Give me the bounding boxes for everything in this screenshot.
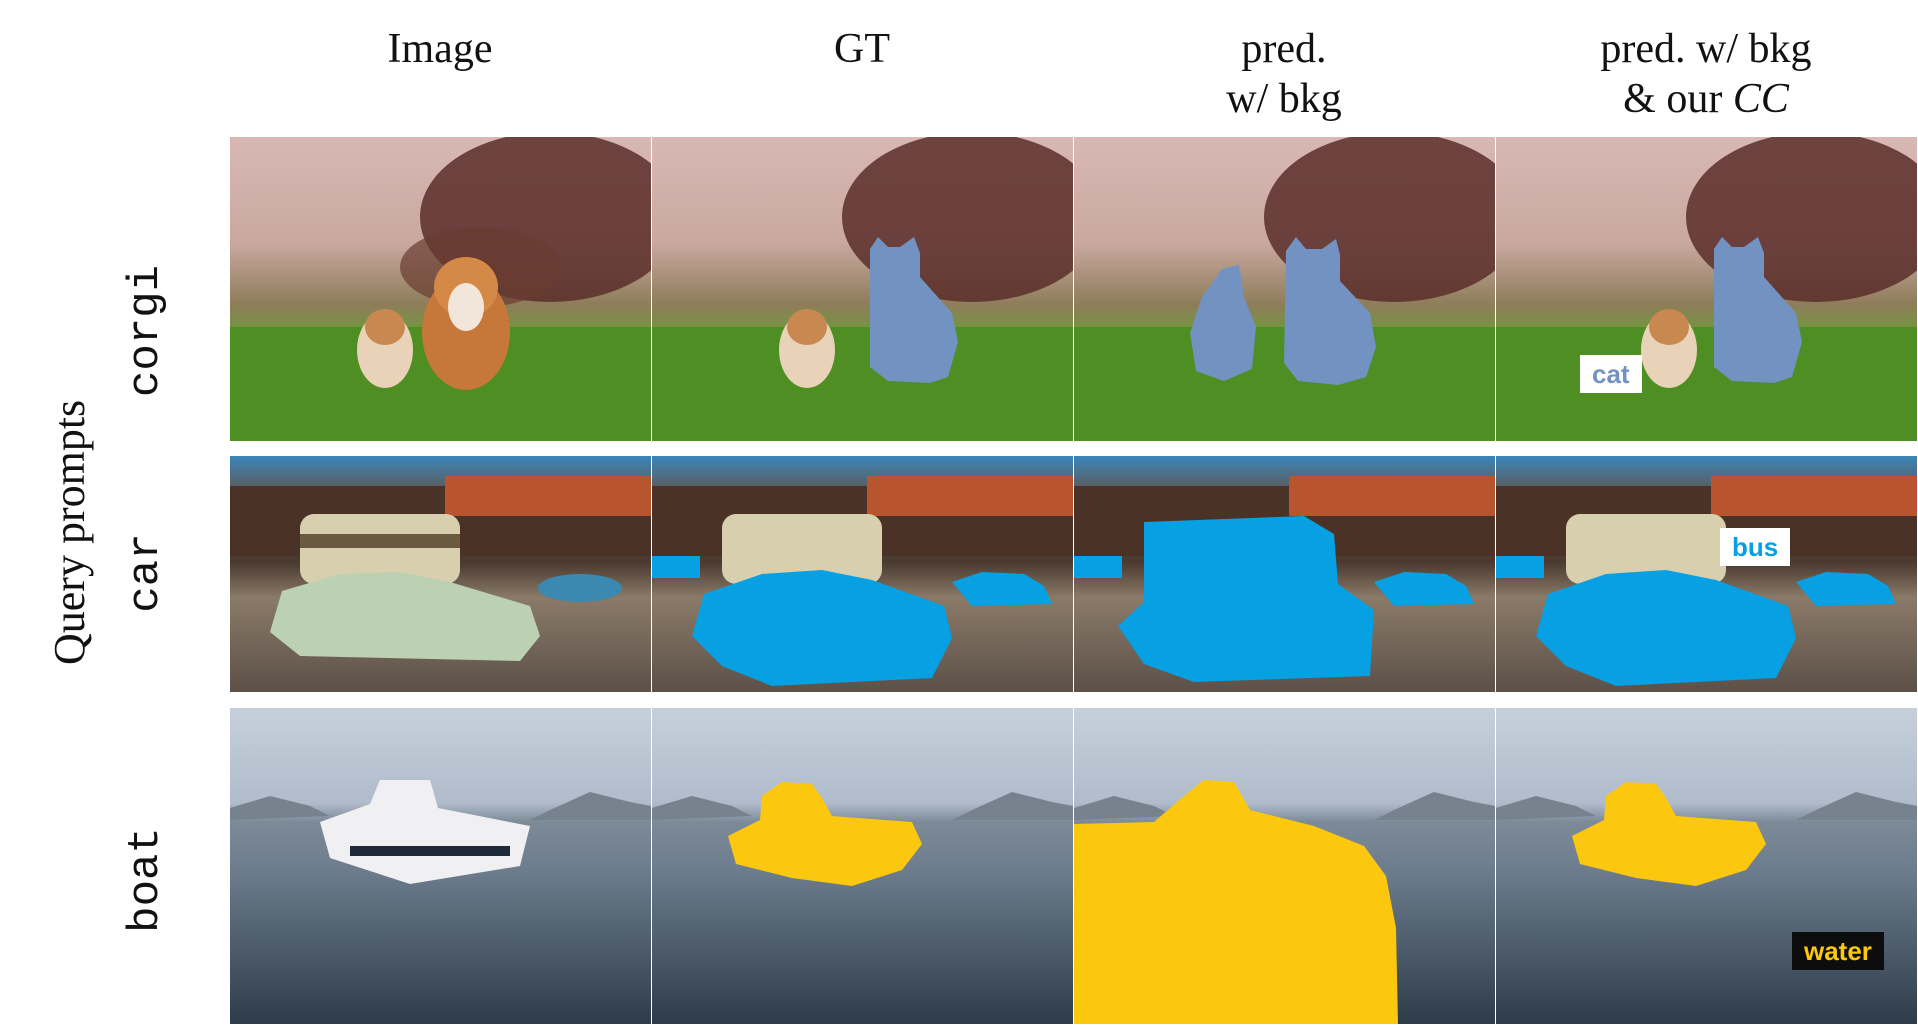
column-header-pred: pred. w/ bkg [1074, 24, 1494, 124]
tag-bus: bus [1720, 528, 1791, 566]
cell-car-image [230, 456, 651, 692]
column-header-gt: GT [652, 24, 1072, 74]
column-header-pred-line2: w/ bkg [1226, 76, 1342, 122]
cell-corgi-pred [1074, 137, 1495, 441]
column-header-pred-cc-line2: & our CC [1496, 74, 1916, 124]
column-header-pred-cc-prefix: & our [1623, 76, 1733, 122]
column-header-pred-cc: pred. w/ bkg & our CC [1496, 24, 1916, 124]
cell-corgi-pred-cc: cat [1496, 137, 1917, 441]
cell-boat-pred-cc: water [1496, 708, 1917, 1024]
cell-car-pred [1074, 456, 1495, 692]
column-header-pred-line1: pred. [1241, 26, 1327, 72]
cell-car-gt [652, 456, 1073, 692]
cell-boat-image [230, 708, 651, 1024]
column-header-gt-text: GT [834, 26, 890, 72]
row-label-corgi: corgi [121, 264, 171, 398]
row-label-car: car [121, 533, 171, 613]
query-prompts-label: Query prompts [45, 399, 94, 665]
cell-car-pred-cc: bus [1496, 456, 1917, 692]
column-header-image: Image [230, 24, 650, 74]
column-header-image-text: Image [387, 26, 493, 72]
tag-cat: cat [1580, 355, 1642, 393]
tag-water: water [1792, 932, 1884, 970]
column-header-pred-cc-line1: pred. w/ bkg [1600, 26, 1812, 72]
cell-boat-pred [1074, 708, 1495, 1024]
cell-corgi-gt [652, 137, 1073, 441]
column-header-pred-cc-symbol: CC [1732, 76, 1789, 122]
row-label-boat: boat [121, 827, 171, 933]
cell-boat-gt [652, 708, 1073, 1024]
cell-corgi-image [230, 137, 651, 441]
